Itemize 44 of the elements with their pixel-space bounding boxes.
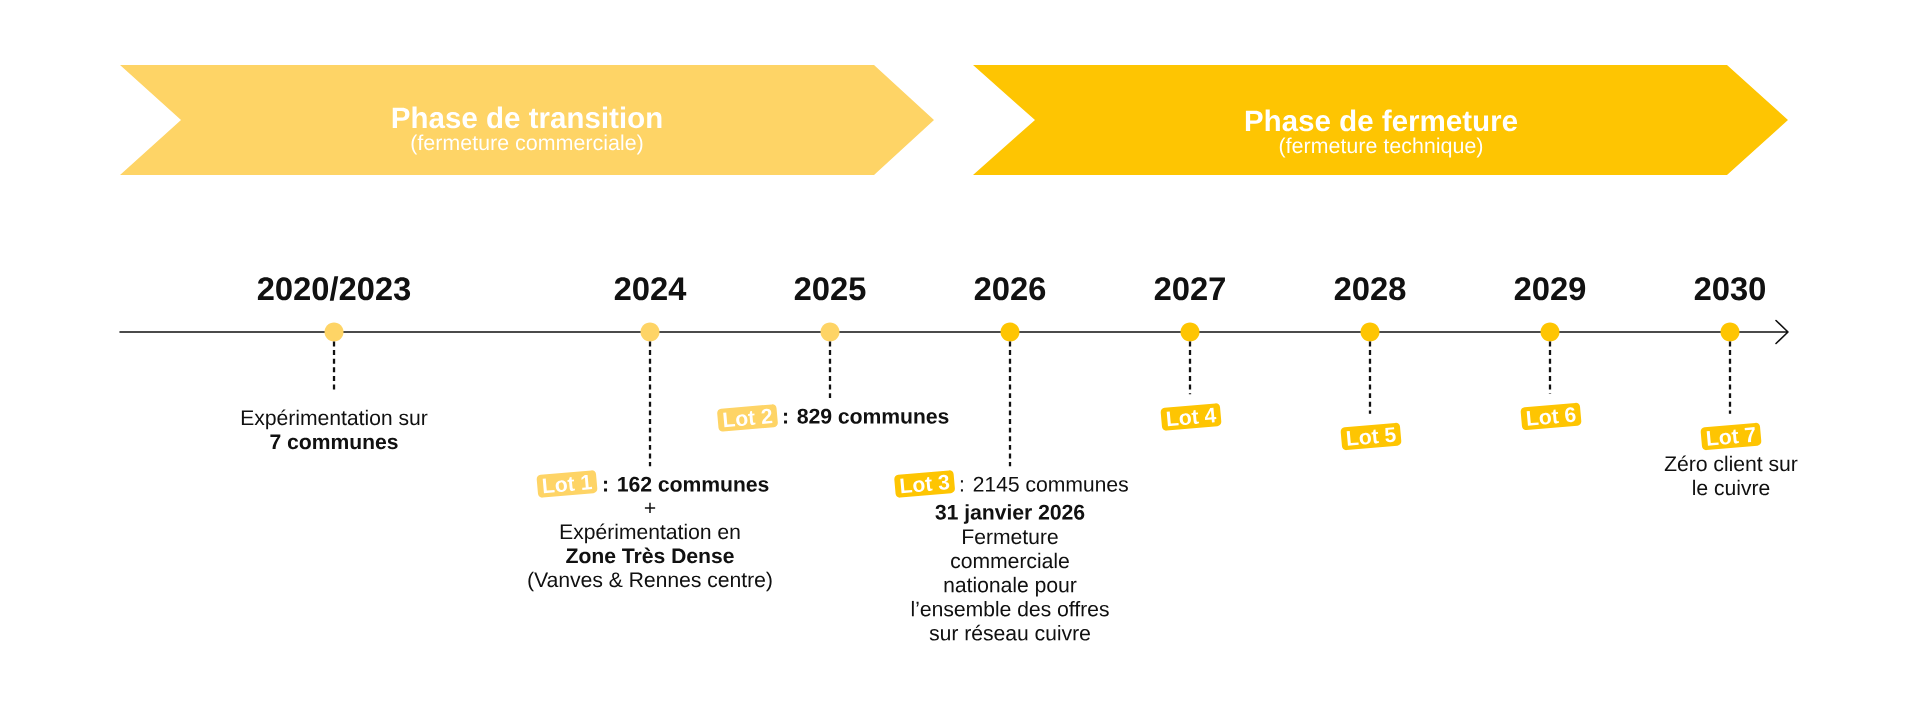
leader-line bbox=[1548, 341, 1552, 394]
description-text: + bbox=[644, 502, 656, 514]
year-label: 2025 bbox=[794, 277, 866, 301]
description-text: : 162 communes bbox=[604, 476, 769, 492]
lot-badge: Lot 2 bbox=[717, 404, 778, 432]
lot-badge: Lot 6 bbox=[1520, 402, 1582, 431]
year-label: 2030 bbox=[1694, 277, 1765, 301]
leader-line bbox=[1008, 341, 1012, 467]
timeline-dot bbox=[1540, 322, 1560, 342]
lot-badge: Lot 4 bbox=[1160, 403, 1222, 431]
phase-title: Phase de fermeture bbox=[1245, 109, 1518, 132]
timeline-dot bbox=[640, 322, 660, 342]
lot-badge: Lot 3 bbox=[894, 470, 955, 498]
description-text: Expérimentation en Zone Très Dense bbox=[560, 523, 740, 564]
year-label: 2028 bbox=[1334, 277, 1406, 301]
timeline-dot bbox=[1360, 322, 1380, 342]
description-text: : 829 communes bbox=[784, 408, 949, 424]
leader-line bbox=[828, 341, 832, 399]
timeline-dot bbox=[1180, 322, 1200, 342]
phase-subtitle: (fermeture commerciale) bbox=[411, 134, 643, 155]
timeline-dot bbox=[1000, 322, 1020, 342]
leader-line bbox=[1368, 341, 1372, 414]
caption-text: Zéro client sur le cuivre bbox=[1664, 455, 1798, 496]
leader-line bbox=[648, 341, 652, 467]
lot-badge: Lot 1 bbox=[536, 470, 598, 498]
timeline-dot bbox=[1720, 322, 1740, 342]
lot-badge: Lot 5 bbox=[1340, 422, 1402, 451]
timeline-dot bbox=[820, 322, 840, 342]
description-text: Fermeture commerciale nationale pour l’ensemble des offres sur réseau cuivre bbox=[911, 529, 1109, 641]
timeline-dot bbox=[324, 322, 344, 342]
year-label: 2020/2023 bbox=[257, 276, 411, 301]
leader-line bbox=[1188, 341, 1192, 395]
phase-title: Phase de transition bbox=[392, 106, 662, 129]
description-text: 31 janvier 2026 bbox=[935, 504, 1085, 524]
lot-badge: Lot 7 bbox=[1700, 422, 1762, 451]
description-text: : 2145 communes bbox=[960, 476, 1128, 492]
year-label: 2024 bbox=[614, 277, 687, 301]
phase-subtitle: (fermeture technique) bbox=[1279, 137, 1483, 158]
year-label: 2029 bbox=[1514, 277, 1586, 301]
leader-line bbox=[1728, 341, 1732, 414]
description-text: Expérimentation sur 7 communes bbox=[241, 409, 428, 450]
description-text: (Vanves & Rennes centre) bbox=[528, 571, 772, 592]
year-label: 2027 bbox=[1154, 277, 1225, 301]
year-label: 2026 bbox=[974, 277, 1046, 301]
